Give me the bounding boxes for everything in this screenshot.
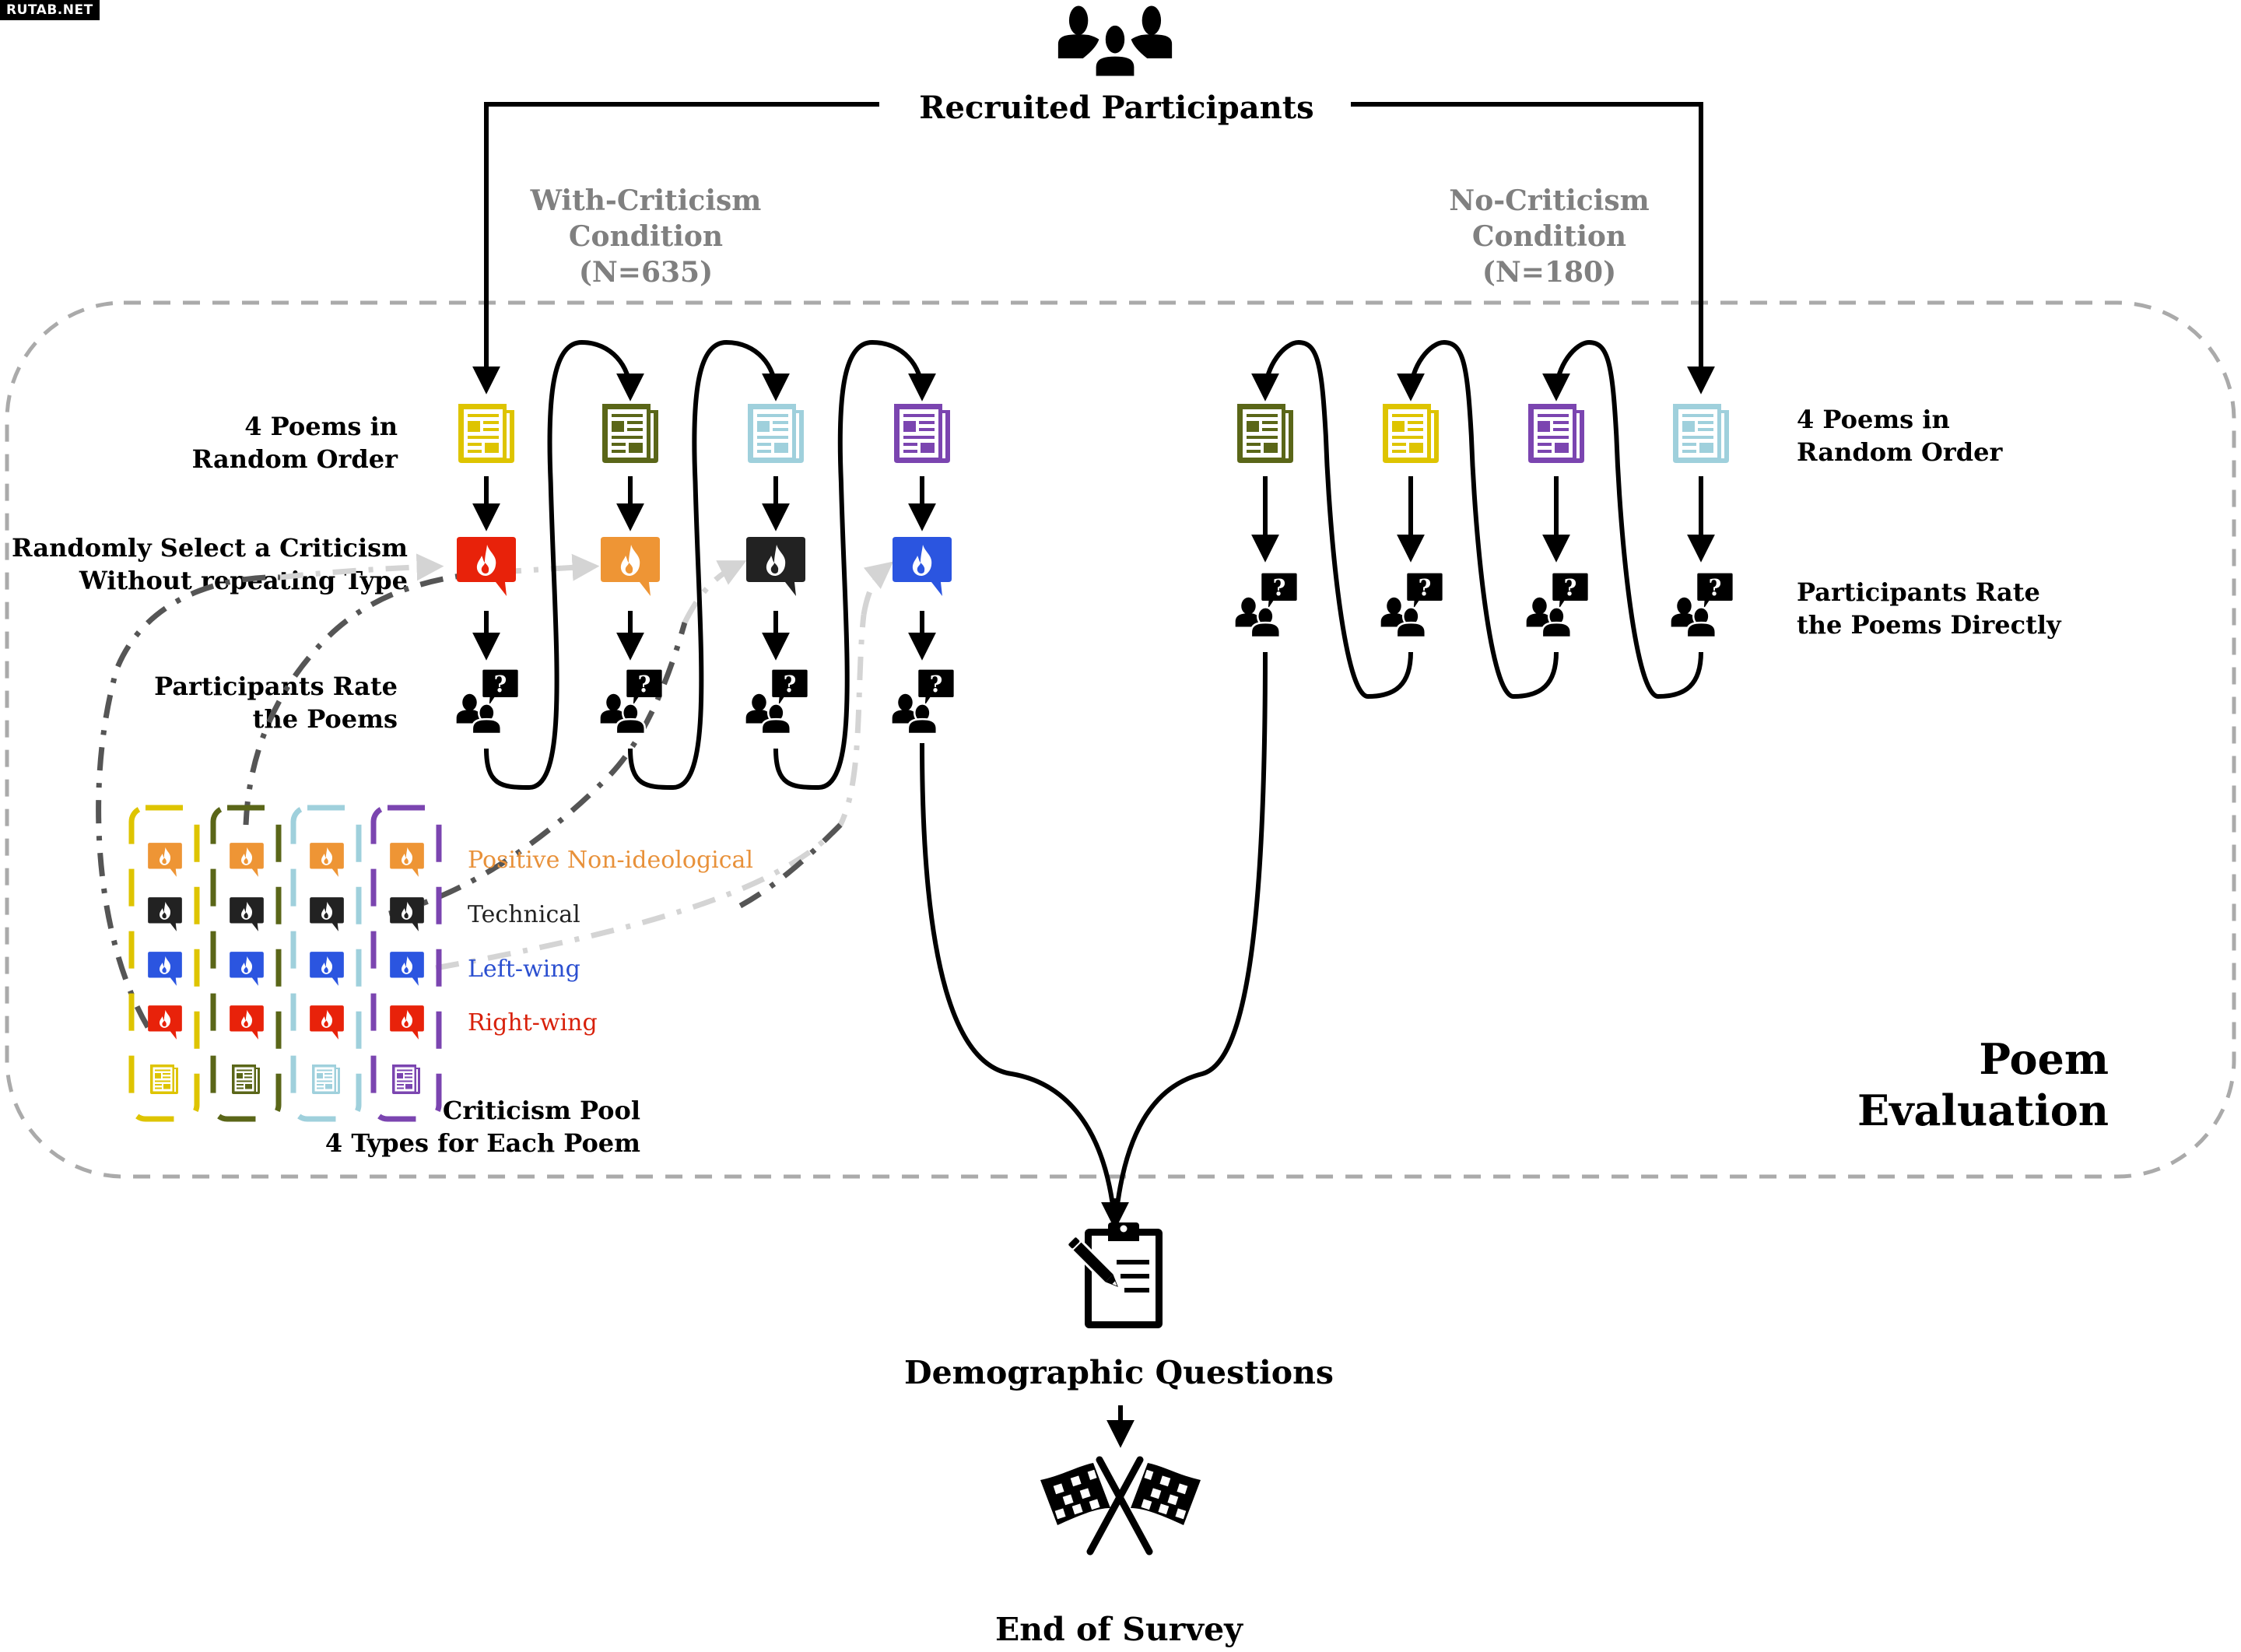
rate-poem-icon: [891, 668, 956, 735]
pool-group-purple: [370, 805, 442, 1122]
no-criticism-title: No-Criticism Condition (N=180): [1449, 184, 1649, 289]
nc-rate-label-line1: Participants Rate: [1797, 577, 2040, 607]
nc-poems-label-line1: 4 Poems in: [1797, 405, 1950, 434]
pool-group-yellow: [128, 805, 200, 1122]
pool-criticism-right_wing: [148, 1005, 182, 1040]
recruited-participants-label: Recruited Participants: [919, 89, 1313, 126]
criticism-icon-positive: [601, 537, 660, 596]
criticism-type-legend: Positive Non-ideologicalTechnicalLeft-wi…: [468, 847, 753, 1036]
with-criticism-title-line: With-Criticism: [530, 184, 762, 217]
rate-poem-icon: [1670, 572, 1734, 639]
poem-icon-yellow: [458, 404, 514, 463]
loop-to-next-poem: [484, 339, 644, 791]
rate-poem-icon: [455, 668, 520, 735]
legend-positive: Positive Non-ideological: [468, 847, 753, 874]
criticism-icon-right_wing: [457, 537, 516, 596]
legend-right_wing: Right-wing: [468, 1009, 598, 1036]
loop-to-next-poem: [1542, 339, 1703, 700]
pool-title-line2: 4 Types for Each Poem: [325, 1128, 640, 1158]
criticism-icon-left_wing: [893, 537, 952, 596]
rate-poem-icon: [1380, 572, 1444, 639]
merge-connector-left: [920, 742, 1117, 1219]
pool-criticism-left_wing: [230, 952, 264, 986]
link-right-wing-dark: [96, 574, 281, 1029]
poem-icon-olive: [1237, 404, 1293, 463]
pool-criticism-positive: [310, 843, 344, 877]
with-criticism-title: With-Criticism Condition (N=635): [530, 184, 762, 289]
no-criticism-sample-size: (N=180): [1482, 256, 1616, 289]
pool-poem-icon-lightblue: [312, 1065, 340, 1094]
section-label-line2: Evaluation: [1857, 1086, 2109, 1135]
pool-criticism-positive: [390, 843, 424, 877]
pool-criticism-technical: [310, 897, 344, 931]
pool-criticism-right_wing: [310, 1005, 344, 1040]
rate-poem-icon: [599, 668, 664, 735]
pool-criticism-left_wing: [310, 952, 344, 986]
poem-icon-lightblue: [748, 404, 804, 463]
no-criticism-title-line: Condition: [1472, 220, 1626, 253]
legend-left_wing: Left-wing: [468, 956, 580, 983]
group-icon: [1057, 4, 1173, 78]
watermark: RUTAB.NET: [0, 0, 100, 20]
wc-rate-label-line1: Participants Rate: [154, 672, 398, 701]
no-criticism-title-line: No-Criticism: [1449, 184, 1649, 217]
loop-to-next-poem: [628, 339, 790, 791]
connector-to-no-criticism: [1351, 102, 1715, 395]
pool-poem-icon-purple: [392, 1065, 420, 1094]
loop-to-next-poem: [773, 339, 936, 791]
pool-title-line1: Criticism Pool: [443, 1096, 640, 1125]
pool-criticism-positive: [230, 843, 264, 877]
connector-to-with-criticism: [472, 102, 879, 395]
checkered-flags-icon: [1040, 1456, 1201, 1556]
pool-poem-icon-yellow: [150, 1065, 178, 1094]
poem-icon-purple: [1528, 404, 1584, 463]
wc-poems-label-line1: 4 Poems in: [244, 412, 398, 441]
rate-poem-icon: [1234, 572, 1299, 639]
link-left-wing-dark: [730, 822, 843, 914]
pool-poem-icon-olive: [232, 1065, 260, 1094]
pool-criticism-technical: [390, 897, 424, 931]
pool-criticism-technical: [148, 897, 182, 931]
link-technical-dark: [388, 622, 688, 917]
loop-to-next-poem: [1397, 339, 1559, 700]
nc-rate-label-line2: the Poems Directly: [1797, 610, 2062, 640]
criticism-pool: [128, 805, 442, 1122]
criticism-icon-technical: [746, 537, 805, 596]
link-left-wing-end: [861, 561, 894, 616]
wc-poems-label-line2: Random Order: [192, 444, 399, 474]
with-criticism-flow: [455, 339, 956, 791]
demographic-questions-label: Demographic Questions: [904, 1354, 1334, 1391]
pool-criticism-left_wing: [390, 952, 424, 986]
pool-group-lightblue: [290, 805, 362, 1122]
poem-icon-yellow: [1383, 404, 1439, 463]
pool-criticism-positive: [148, 843, 182, 877]
pool-criticism-right_wing: [390, 1005, 424, 1040]
clipboard-pencil-icon: [1066, 1222, 1163, 1328]
poem-icon-lightblue: [1673, 404, 1729, 463]
rate-poem-icon: [1525, 572, 1590, 639]
loop-to-next-poem: [1251, 339, 1413, 700]
pool-group-olive: [210, 805, 282, 1122]
link-positive-dark: [243, 569, 499, 826]
end-of-survey-label: End of Survey: [995, 1611, 1243, 1648]
no-criticism-flow: [1234, 339, 1734, 700]
wc-criticism-label-line1: Randomly Select a Criticism: [12, 533, 408, 563]
rate-poem-icon: [745, 668, 809, 735]
with-criticism-title-line: Condition: [569, 220, 723, 253]
legend-technical: Technical: [468, 901, 580, 928]
link-technical-light: [682, 560, 747, 624]
with-criticism-sample-size: (N=635): [579, 256, 713, 289]
pool-criticism-technical: [230, 897, 264, 931]
merge-connector-right: [1113, 651, 1268, 1219]
pool-criticism-left_wing: [148, 952, 182, 986]
section-label-line1: Poem: [1979, 1034, 2109, 1084]
pool-criticism-right_wing: [230, 1005, 264, 1040]
poem-icon-purple: [894, 404, 950, 463]
poem-icon-olive: [602, 404, 658, 463]
nc-poems-label-line2: Random Order: [1797, 437, 2004, 467]
link-right-wing-light: [279, 553, 444, 581]
